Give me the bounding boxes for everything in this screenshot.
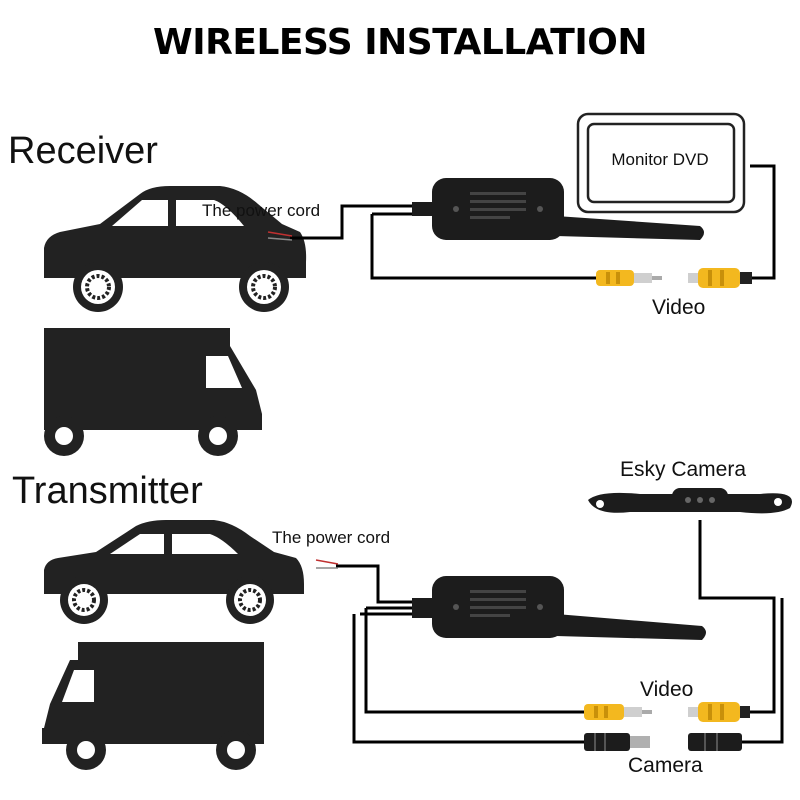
transmitter-video-label: Video xyxy=(640,678,694,701)
dc-plug-female-icon xyxy=(688,733,742,751)
receiver-power-cord-label: The power cord xyxy=(202,201,321,220)
transmitter-power-cord-label: The power cord xyxy=(272,528,391,547)
esky-camera-label: Esky Camera xyxy=(620,458,747,481)
receiver-video-label: Video xyxy=(652,296,706,319)
page-title: WIRELESS INSTALLATION xyxy=(153,22,647,63)
receiver-rca-female-icon xyxy=(688,268,752,288)
monitor-dvd-label: Monitor DVD xyxy=(611,150,709,169)
receiver-heading: Receiver xyxy=(8,130,158,172)
transmitter-heading: Transmitter xyxy=(12,470,203,512)
transmitter-car-icon xyxy=(44,520,304,624)
esky-camera-icon xyxy=(588,488,792,514)
camera-cable-label: Camera xyxy=(628,754,703,777)
receiver-power-wire-red xyxy=(267,231,293,237)
dc-plug-male-icon xyxy=(584,733,650,751)
transmitter-module-icon xyxy=(412,576,706,640)
transmitter-rca-male-icon xyxy=(584,704,652,720)
receiver-rca-male-icon xyxy=(596,270,662,286)
receiver-power-wire-grey xyxy=(267,237,293,241)
receiver-module-icon xyxy=(412,178,704,240)
transmitter-power-wire-red xyxy=(315,559,339,565)
receiver-car-icon xyxy=(44,186,307,312)
transmitter-rca-female-icon xyxy=(688,702,750,722)
receiver-wires xyxy=(290,164,776,280)
transmitter-truck-icon xyxy=(42,642,264,770)
receiver-truck-icon xyxy=(44,328,262,456)
monitor-dvd-icon xyxy=(576,112,746,214)
